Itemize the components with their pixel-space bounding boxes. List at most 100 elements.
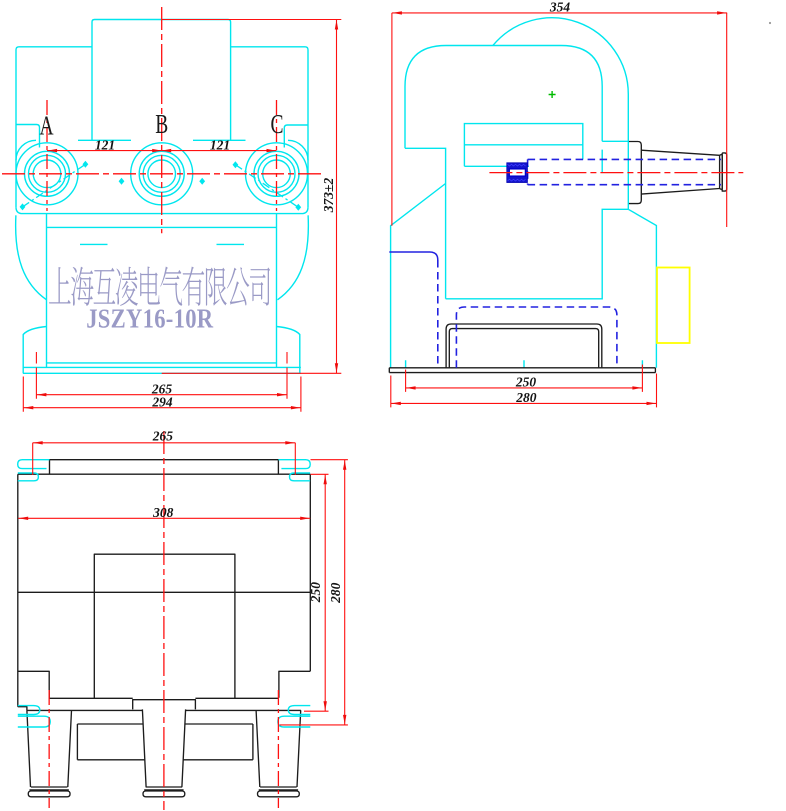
watermark-glyph-path: [249, 267, 270, 306]
side-view-outline-segment: [445, 208, 629, 300]
dimension-line: [390, 373, 658, 408]
bottom-view-outline-segment: [141, 709, 187, 788]
watermark-glyph-path: [93, 267, 116, 304]
bottom-view-outline-segment: [278, 670, 311, 698]
diamond-marker: [118, 177, 125, 185]
label-phase-b: B: [155, 110, 168, 140]
dimension-line: [161, 18, 342, 374]
bottom-view-slot-segment: [17, 715, 51, 728]
dimension-line: [304, 473, 329, 712]
dimension-arrowhead: [391, 401, 401, 406]
label-phase-c: C: [270, 110, 283, 140]
bottom-view-outline-segment: [17, 706, 28, 711]
watermark-company-name: [49, 266, 270, 306]
bottom-view-outline-segment: [17, 670, 50, 699]
front-view-centerlines-red: [2, 7, 322, 234]
watermark-glyph: [93, 267, 116, 304]
stray-dot: [768, 21, 772, 25]
bottom-view-slot-segment: [287, 704, 311, 716]
bottom-view-outline-segment: [255, 710, 302, 788]
watermark-glyph: [182, 266, 205, 306]
bottom-view-outline-segment: [76, 724, 254, 760]
bottom-view-mounting-slots-cyan: [16, 459, 311, 728]
watermark-glyph: [71, 266, 94, 306]
dim-slot-span-bottom: 265: [152, 429, 174, 444]
front-view-outline-segment: [15, 139, 37, 161]
front-view-outline-segment: [277, 215, 310, 301]
side-view-outline-segment: [492, 17, 630, 210]
dimension-arrowhead: [18, 516, 29, 520]
front-view-outline-segment: [276, 325, 301, 374]
dim-body-width-bottom: 308: [152, 505, 174, 520]
watermark-glyph-path: [115, 266, 138, 306]
bottom-view-outline-segment: [93, 553, 236, 699]
bottom-view-outline-segment: [258, 786, 299, 791]
watermark-glyph: [160, 266, 183, 306]
dimension-arrowhead: [717, 11, 727, 15]
side-view-detail-segment: [445, 323, 603, 369]
front-view-outline-segment: [45, 213, 278, 368]
dim-depth-outer-bottom: 280: [328, 582, 343, 604]
dim-pitch-bc: 121: [210, 137, 230, 152]
dimension-arrowhead: [266, 148, 276, 153]
side-view-dimensions: [390, 11, 744, 408]
dimension-arrowhead: [406, 386, 416, 390]
bottom-view-outline-segment: [29, 786, 69, 791]
dimension-arrowhead: [343, 460, 347, 470]
watermark-glyph: [249, 267, 270, 306]
watermark-glyph: [205, 267, 227, 306]
front-view-outline-segment: [15, 46, 92, 208]
front-view-outline-segment: [22, 325, 47, 374]
dimension-arrowhead: [646, 401, 656, 406]
label-phase-a: A: [40, 112, 54, 142]
watermark-model-number: JSZY16-10R: [86, 305, 214, 335]
bottom-view-slot-segment: [288, 472, 311, 482]
side-view-detail-segment: [448, 327, 600, 369]
front-view-outline-segment: [287, 139, 309, 161]
bottom-view-slot-segment: [16, 459, 50, 470]
diamond-marker: [82, 160, 89, 168]
dimension-arrowhead: [632, 386, 642, 390]
bottom-view-dimensions: [18, 431, 348, 810]
watermark-glyph-path: [160, 266, 183, 306]
watermark-glyph: [115, 266, 138, 306]
watermark-glyph-path: [182, 266, 205, 306]
front-view-outline-segment: [14, 215, 47, 301]
arc-center-mark-green: [548, 91, 556, 98]
front-view-outline-segment: [230, 46, 309, 208]
side-view-terminal-lead-solid: [389, 251, 439, 261]
bottom-view-outline-segment: [26, 710, 73, 788]
side-view-hidden-lines: [437, 158, 721, 368]
dimension-line: [22, 376, 302, 412]
side-view-detail-segment: [388, 367, 657, 374]
centerline-vertical-ac: [46, 100, 278, 211]
dimension-arrowhead: [290, 406, 301, 410]
bottom-view: 265 308 250 280: [16, 429, 348, 810]
dimension-arrowhead: [323, 701, 327, 711]
dim-slot-span-front: 265: [151, 381, 173, 396]
bottom-view-slot-segment: [17, 472, 40, 482]
dim-pitch-ab: 121: [95, 137, 115, 152]
dimension-arrowhead: [23, 406, 34, 410]
front-view-diagonal-centerlines: [22, 163, 299, 208]
front-view-outline-segment: [283, 124, 308, 148]
watermark-glyph: [140, 266, 160, 305]
dimension-arrowhead: [334, 363, 339, 373]
side-view-terminal-box-yellow: [656, 266, 691, 344]
diamond-marker: [199, 177, 206, 185]
dimension-arrowhead: [323, 474, 327, 485]
dimension-arrowhead: [343, 714, 347, 725]
dimension-arrowhead: [392, 11, 402, 15]
dimension-line: [279, 459, 348, 726]
centerline-feet: [48, 690, 280, 808]
dim-base-depth-side: 280: [515, 390, 537, 405]
dimension-arrowhead: [277, 393, 287, 397]
dim-depth-inner-bottom: 250: [308, 582, 323, 604]
watermark-glyph: [226, 267, 250, 306]
watermark-glyph-path: [71, 266, 94, 306]
dimension-arrowhead: [47, 148, 58, 153]
dimension-arrowhead: [285, 441, 295, 445]
dimension-line: [32, 442, 296, 475]
dimension-arrowhead: [161, 148, 172, 153]
